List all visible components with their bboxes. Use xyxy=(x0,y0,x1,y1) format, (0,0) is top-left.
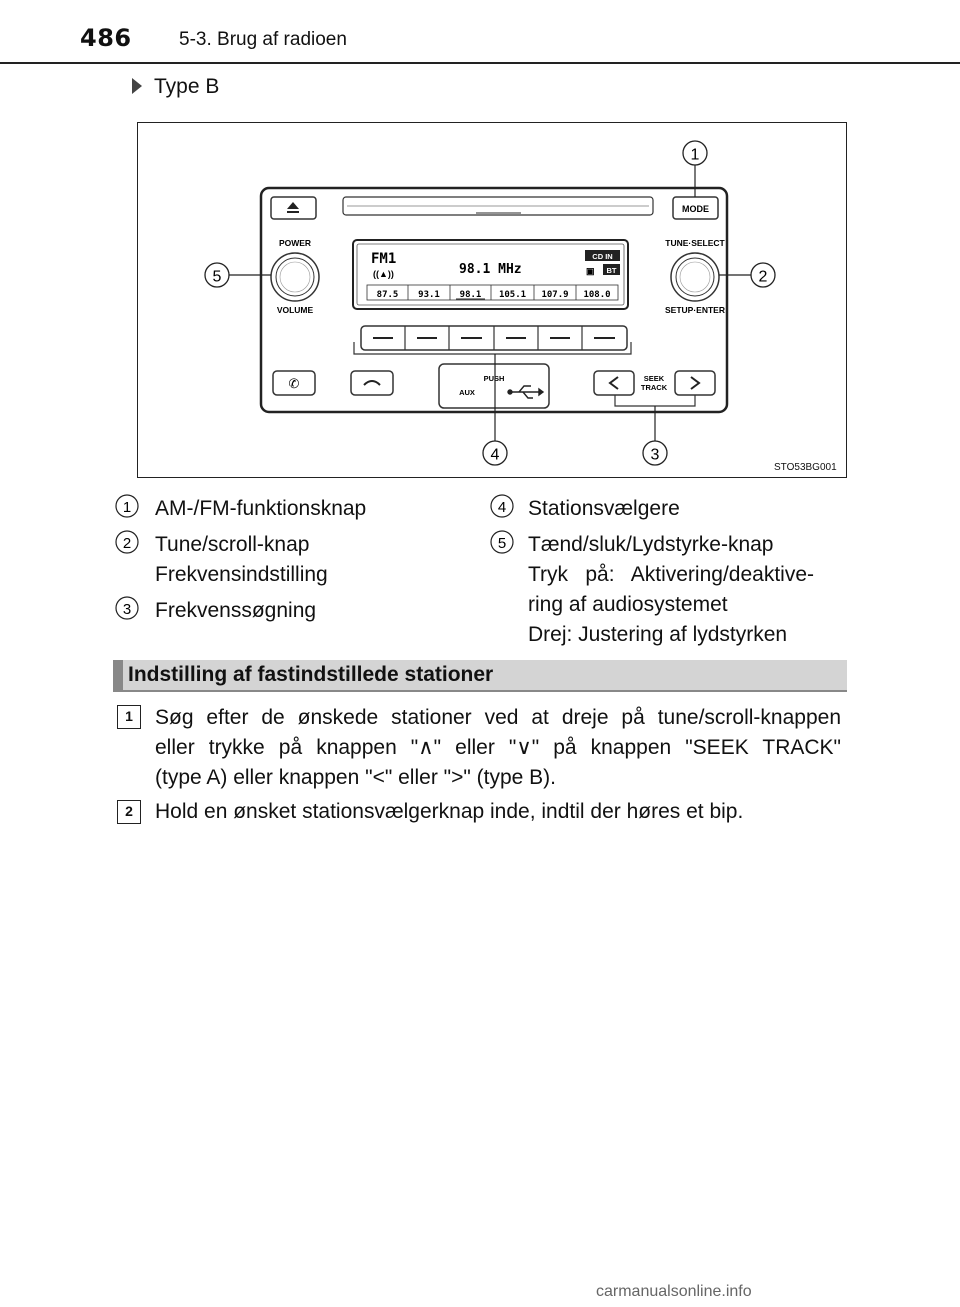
aux-label: AUX xyxy=(459,388,475,397)
svg-text:5: 5 xyxy=(498,535,506,552)
setup-enter-label: SETUP·ENTER xyxy=(665,305,725,315)
display-preset: 87.5 xyxy=(377,290,399,300)
display-preset: 98.1 xyxy=(460,290,482,300)
subheading-text: Type B xyxy=(154,75,220,98)
callout-5: 5 xyxy=(204,262,230,288)
display-preset: 105.1 xyxy=(499,290,526,300)
tune-select-label: TUNE·SELECT xyxy=(665,238,725,248)
svg-text:2: 2 xyxy=(759,269,768,286)
step-number-1: 1 xyxy=(117,705,141,729)
eject-icon xyxy=(287,202,299,209)
step-number-2: 2 xyxy=(117,800,141,824)
section-heading-bar: Indstilling af fastindstillede stationer xyxy=(113,660,847,692)
figure-code: STO53BG001 xyxy=(774,462,837,473)
display-preset: 93.1 xyxy=(418,290,440,300)
signal-icon: ▣ xyxy=(586,266,595,276)
usb-icon xyxy=(507,385,545,399)
callout-2: 2 xyxy=(750,262,776,288)
phone-pickup-button[interactable] xyxy=(272,370,316,396)
radio-display xyxy=(352,239,629,310)
svg-text:2: 2 xyxy=(123,535,131,552)
step-text-2: Hold en ønsket stationsvælgerknap inde, … xyxy=(155,800,744,823)
callout-1: 1 xyxy=(682,140,708,166)
legend-number-1: 1 xyxy=(115,494,139,518)
phone-hangup-button[interactable] xyxy=(350,370,394,396)
heading-accent xyxy=(113,660,123,690)
legend-text-5: Tænd/sluk/Lydstyrke-knap Tryk på: Aktive… xyxy=(528,533,814,646)
header-rule xyxy=(0,62,960,64)
power-label: POWER xyxy=(279,238,311,248)
display-frequency: 98.1 MHz xyxy=(459,262,522,277)
mode-label: MODE xyxy=(682,204,709,214)
legend-number-5: 5 xyxy=(490,530,514,554)
svg-text:4: 4 xyxy=(491,447,500,464)
display-cd-in: CD IN xyxy=(592,252,612,261)
phone-hangup-icon xyxy=(363,380,381,386)
seek-prev-button[interactable] xyxy=(593,370,635,396)
callout-3: 3 xyxy=(642,440,668,466)
svg-text:1: 1 xyxy=(123,499,131,516)
power-volume-knob[interactable] xyxy=(270,252,320,302)
aux-usb-panel xyxy=(438,363,550,409)
radio-figure: MODE POWER VOLUME TUNE·SELECT SETUP·ENTE… xyxy=(137,122,847,478)
watermark: carmanualsonline.info xyxy=(596,1283,752,1300)
legend-number-2: 2 xyxy=(115,530,139,554)
step-text-1: Søg efter de ønskede stationer ved at dr… xyxy=(155,706,841,789)
svg-text:3: 3 xyxy=(123,601,131,618)
chevron-left-icon xyxy=(608,376,619,390)
svg-text:3: 3 xyxy=(651,447,660,464)
legend-text-3: Frekvenssøgning xyxy=(155,599,317,622)
section-heading: Indstilling af fastindstillede stationer xyxy=(128,663,494,686)
display-preset: 108.0 xyxy=(583,290,610,300)
radio-illustration: MODE POWER VOLUME TUNE·SELECT SETUP·ENTE… xyxy=(204,140,776,466)
legend-text-1: AM-/FM-funktionsknap xyxy=(155,497,367,520)
display-preset: 107.9 xyxy=(541,290,568,300)
track-label: TRACK xyxy=(641,383,668,392)
subheading: Type B xyxy=(132,75,219,99)
display-bt: BT xyxy=(607,266,617,275)
svg-text:4: 4 xyxy=(498,499,506,516)
rds-icon: ((▲)) xyxy=(373,269,394,279)
legend-number-3: 3 xyxy=(115,596,139,620)
svg-text:5: 5 xyxy=(213,269,222,286)
volume-label: VOLUME xyxy=(277,305,314,315)
callout-4: 4 xyxy=(482,440,508,466)
section-title: 5-3. Brug af radioen xyxy=(179,29,347,50)
display-band: FM1 xyxy=(371,251,396,267)
seek-label: SEEK xyxy=(644,374,665,383)
legend-number-4: 4 xyxy=(490,494,514,518)
push-label: PUSH xyxy=(484,374,505,383)
triangle-bullet-icon xyxy=(132,78,142,94)
svg-text:1: 1 xyxy=(691,147,700,164)
tune-scroll-knob[interactable] xyxy=(670,252,720,302)
phone-pickup-icon: ✆ xyxy=(289,376,300,391)
seek-next-button[interactable] xyxy=(674,370,716,396)
legend-text-4: Stationsvælgere xyxy=(528,497,680,520)
chevron-right-icon xyxy=(690,376,701,390)
page-number: 486 xyxy=(80,24,132,52)
